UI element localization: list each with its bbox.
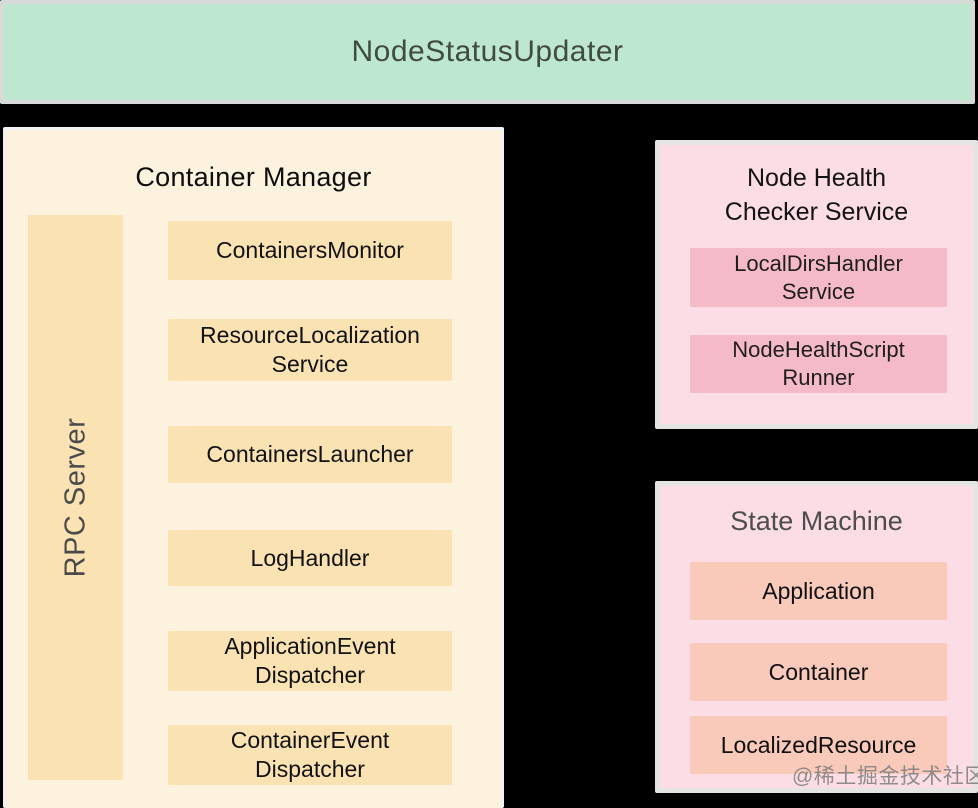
application-box: Application [690,562,947,620]
node-health-checker-title: Node Health Checker Service [660,161,973,229]
container-manager-title: Container Manager [135,162,372,192]
node-health-script-runner-label: NodeHealthScript Runner [732,337,905,390]
container-box: Container [690,643,947,701]
state-machine-title: State Machine [660,506,973,537]
local-dirs-handler-service-label: LocalDirsHandler Service [734,250,903,304]
containers-monitor-label: ContainersMonitor [216,237,404,263]
application-label: Application [762,577,875,604]
localized-resource-box: LocalizedResource [690,716,947,774]
rpc-server-label: RPC Server [59,417,92,578]
local-dirs-handler-service-box: LocalDirsHandler Service [690,248,947,307]
node-health-checker-box: Node Health Checker Service LocalDirsHan… [655,140,978,429]
containers-launcher-box: ContainersLauncher [168,426,452,483]
localized-resource-label: LocalizedResource [720,731,917,758]
log-handler-box: LogHandler [168,530,452,586]
resource-localization-service-box: ResourceLocalization Service [168,319,452,381]
container-label: Container [768,658,869,685]
containers-monitor-box: ContainersMonitor [168,221,452,280]
application-event-dispatcher-label: ApplicationEvent Dispatcher [224,633,396,688]
application-event-dispatcher-box: ApplicationEvent Dispatcher [168,631,452,691]
state-machine-title-label: State Machine [730,506,903,536]
containers-launcher-label: ContainersLauncher [206,441,414,467]
state-machine-box: State Machine Application Container Loca… [655,481,978,793]
node-status-updater-box: NodeStatusUpdater [0,0,975,104]
node-health-script-runner-box: NodeHealthScript Runner [690,335,947,393]
watermark-text: @稀土掘金技术社区 [792,765,978,788]
node-status-updater-label: NodeStatusUpdater [351,35,624,68]
rpc-server-box: RPC Server [28,215,123,780]
container-manager-box: Container Manager RPC Server ContainersM… [3,127,504,808]
log-handler-label: LogHandler [250,544,370,571]
node-health-checker-title-label: Node Health Checker Service [724,164,909,226]
resource-localization-service-label: ResourceLocalization Service [200,322,420,377]
container-event-dispatcher-box: ContainerEvent Dispatcher [168,725,452,785]
container-event-dispatcher-label: ContainerEvent Dispatcher [230,727,390,782]
